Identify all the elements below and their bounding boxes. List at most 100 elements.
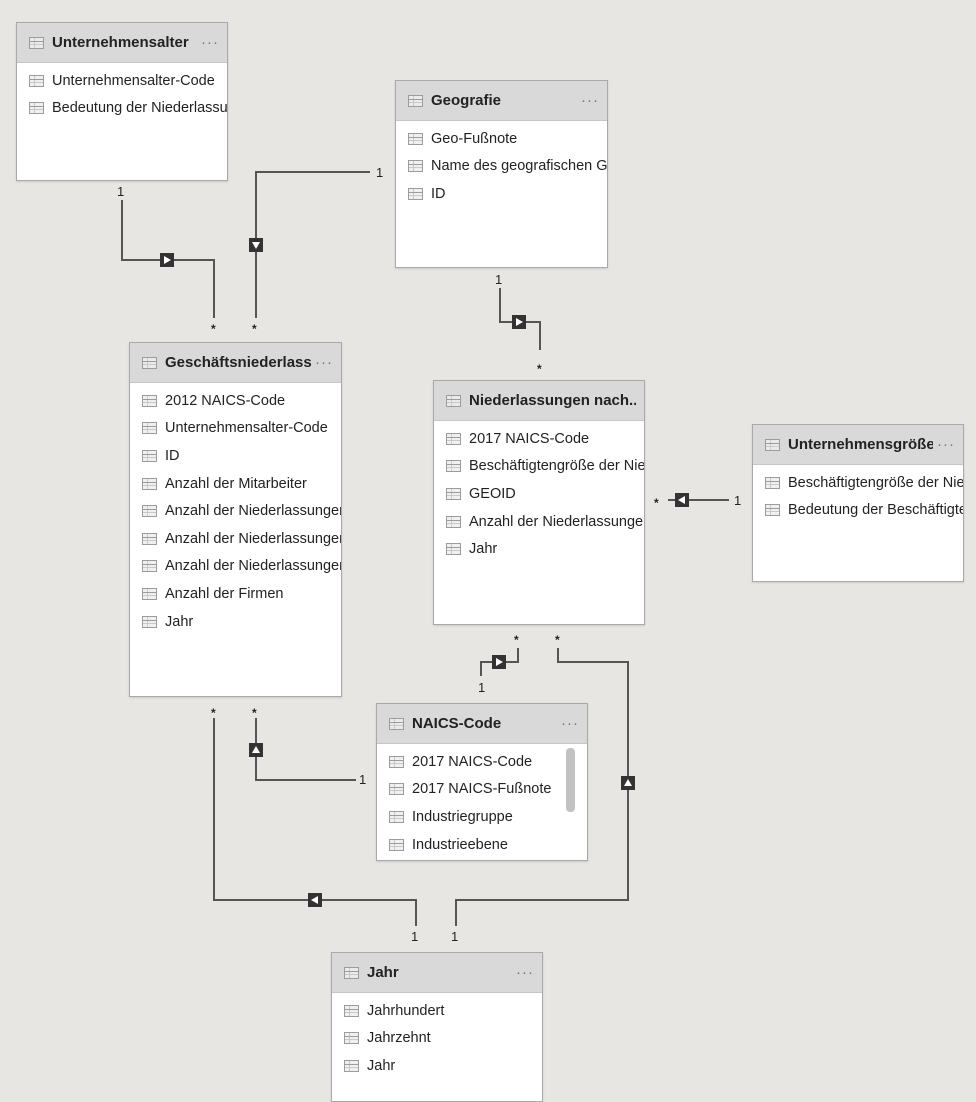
more-options-icon[interactable]: ··· — [315, 353, 333, 371]
more-options-icon[interactable]: ··· — [201, 33, 219, 51]
field-row[interactable]: Bedeutung der Beschäftigte — [753, 497, 963, 525]
table-header[interactable]: Geografie ··· — [396, 81, 607, 121]
table-header[interactable]: Unternehmensgröße ··· — [753, 425, 963, 465]
table-card-geschaeftsniederlassungen[interactable]: Geschäftsniederlass... ··· 2012 NAICS-Co… — [129, 342, 342, 697]
table-icon — [408, 94, 423, 107]
cardinality-one: 1 — [411, 929, 419, 944]
field-name: Industriegruppe — [412, 808, 513, 825]
field-name: Name des geografischen Gebiets — [431, 158, 608, 175]
cardinality-many: * — [555, 633, 560, 647]
field-name: Jahr — [165, 613, 194, 630]
column-icon — [765, 504, 780, 517]
field-name: 2012 NAICS-Code — [165, 392, 286, 409]
more-options-icon[interactable]: ··· — [561, 714, 579, 732]
field-name: ID — [165, 447, 180, 464]
column-icon — [142, 477, 157, 490]
relationship-naics-geschaeftsniederlassungen — [255, 718, 356, 781]
column-icon — [142, 587, 157, 600]
more-options-icon[interactable]: ··· — [937, 435, 955, 453]
table-header[interactable]: Unternehmensalter ··· — [17, 23, 227, 63]
table-card-unternehmensalter[interactable]: Unternehmensalter ··· Unternehmensalter-… — [16, 22, 228, 181]
field-row[interactable]: Geo-Fußnote — [396, 125, 607, 153]
more-options-icon[interactable]: ··· — [516, 963, 534, 981]
column-icon — [446, 543, 461, 556]
column-icon — [446, 487, 461, 500]
field-row[interactable]: Anzahl der Niederlassungen — [130, 525, 341, 553]
field-row[interactable]: 2017 NAICS-Fußnote — [377, 776, 587, 804]
table-icon — [446, 394, 461, 407]
field-row[interactable]: Industrieebene — [377, 831, 587, 859]
table-icon — [389, 717, 404, 730]
column-icon — [408, 132, 423, 145]
field-row[interactable]: Industriegruppe — [377, 803, 587, 831]
table-card-jahr[interactable]: Jahr ··· Jahrhundert Jahrzehnt Jahr — [331, 952, 543, 1102]
table-header[interactable]: Jahr ··· — [332, 953, 542, 993]
column-icon — [408, 160, 423, 173]
column-icon — [389, 838, 404, 851]
cardinality-many: * — [211, 706, 216, 720]
column-icon — [142, 615, 157, 628]
table-header[interactable]: NAICS-Code ··· — [377, 704, 587, 744]
field-name: Anzahl der Niederlassungen — [165, 503, 342, 520]
column-icon — [344, 1059, 359, 1072]
field-name: Anzahl der Niederlassungen — [165, 558, 342, 575]
cardinality-many: * — [252, 322, 257, 336]
table-icon — [142, 356, 157, 369]
field-row[interactable]: Jahrzehnt — [332, 1025, 542, 1053]
more-options-icon[interactable]: ··· — [581, 91, 599, 109]
field-name: Anzahl der Niederlassungen — [165, 530, 342, 547]
table-card-unternehmensgroesse[interactable]: Unternehmensgröße ··· Beschäftigtengröße… — [752, 424, 964, 582]
cardinality-one: 1 — [376, 165, 384, 180]
table-header[interactable]: Geschäftsniederlass... ··· — [130, 343, 341, 383]
field-name: Industrieebene — [412, 836, 508, 853]
column-icon — [389, 810, 404, 823]
table-card-naics-code[interactable]: NAICS-Code ··· 2017 NAICS-Code 2017 NAIC… — [376, 703, 588, 861]
field-row[interactable]: Unternehmensalter-Code — [17, 67, 227, 95]
table-card-niederlassungen-nach[interactable]: Niederlassungen nach... 2017 NAICS-Code … — [433, 380, 645, 625]
field-row[interactable]: Jahr — [130, 608, 341, 636]
field-row[interactable]: 2017 NAICS-Code — [377, 748, 587, 776]
field-row[interactable]: Anzahl der Niederlassungen — [434, 508, 644, 536]
cardinality-many: * — [537, 362, 542, 376]
field-row[interactable]: Beschäftigtengröße der Nied — [753, 469, 963, 497]
field-name: 2017 NAICS-Fußnote — [412, 781, 552, 798]
field-row[interactable]: Anzahl der Mitarbeiter — [130, 470, 341, 498]
field-row[interactable]: Anzahl der Niederlassungen — [130, 497, 341, 525]
field-row[interactable]: Beschäftigtengröße der Niederl. — [434, 453, 644, 481]
field-row[interactable]: ID — [130, 442, 341, 470]
field-row[interactable]: Jahrhundert — [332, 997, 542, 1025]
field-row[interactable]: Anzahl der Firmen — [130, 580, 341, 608]
field-row[interactable]: Name des geografischen Gebiets — [396, 153, 607, 181]
field-name: Beschäftigtengröße der Nied — [788, 474, 964, 491]
table-card-geografie[interactable]: Geografie ··· Geo-Fußnote Name des geogr… — [395, 80, 608, 268]
scrollbar-thumb[interactable] — [566, 748, 575, 812]
field-row[interactable]: 2017 NAICS-Code — [434, 425, 644, 453]
cardinality-many: * — [514, 633, 519, 647]
column-icon — [344, 1032, 359, 1045]
field-name: Jahr — [367, 1057, 396, 1074]
table-icon — [765, 438, 780, 451]
table-icon — [29, 36, 44, 49]
field-row[interactable]: Unternehmensalter-Code — [130, 415, 341, 443]
arrow-down-icon — [249, 238, 263, 252]
field-row[interactable]: 2012 NAICS-Code — [130, 387, 341, 415]
field-row[interactable]: GEOID — [434, 480, 644, 508]
field-name: Anzahl der Firmen — [165, 585, 284, 602]
cardinality-many: * — [211, 322, 216, 336]
column-icon — [408, 187, 423, 200]
field-row[interactable]: Anzahl der Niederlassungen — [130, 553, 341, 581]
field-row[interactable]: Jahr — [434, 535, 644, 563]
field-name: Unternehmensalter-Code — [52, 72, 215, 89]
arrow-up-icon — [249, 743, 263, 757]
cardinality-one: 1 — [117, 184, 125, 199]
column-icon — [142, 560, 157, 573]
field-row[interactable]: Bedeutung der Niederlassung — [17, 95, 227, 123]
field-row[interactable]: Jahr — [332, 1052, 542, 1080]
table-title: Geschäftsniederlass... — [165, 354, 311, 371]
cardinality-one: 1 — [478, 680, 486, 695]
field-row[interactable]: ID — [396, 180, 607, 208]
table-title: Unternehmensgröße — [788, 436, 933, 453]
table-header[interactable]: Niederlassungen nach... — [434, 381, 644, 421]
table-title: Niederlassungen nach... — [469, 392, 636, 409]
